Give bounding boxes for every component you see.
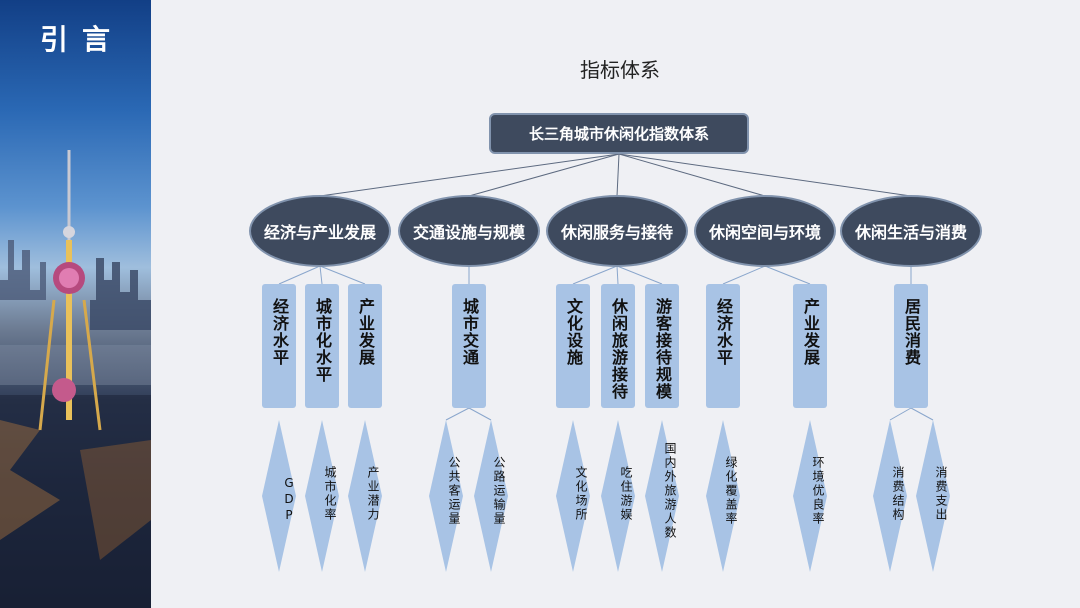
leaf-indicator: 吃住游娱 — [601, 420, 635, 572]
city-skyline-image — [0, 150, 151, 608]
leaf-indicator: 绿化覆盖率 — [706, 420, 740, 572]
category-node: 交通设施与规模 — [398, 195, 540, 267]
sub-indicator: 城市交通 — [452, 284, 486, 408]
leaf-indicator-label: 产业潜力 — [366, 466, 380, 522]
leaf-indicator: 公路运输量 — [474, 420, 508, 572]
leaf-indicator-label: GDP — [282, 476, 296, 524]
sidebar-title: 引言 — [40, 23, 125, 56]
leaf-indicator: 环境优良率 — [793, 420, 827, 572]
leaf-indicator-label: 公路运输量 — [492, 456, 506, 526]
category-node: 休闲生活与消费 — [840, 195, 982, 267]
leaf-indicator-label: 绿化覆盖率 — [724, 456, 738, 526]
leaf-indicator: 消费结构 — [873, 420, 907, 572]
category-node: 经济与产业发展 — [249, 195, 391, 267]
leaf-indicator: 公共客运量 — [429, 420, 463, 572]
leaf-indicator: 产业潜力 — [348, 420, 382, 572]
sub-indicator: 产业发展 — [793, 284, 827, 408]
leaf-indicator: 国内外旅游人数 — [645, 420, 679, 572]
sub-indicator-label: 游客接待规模 — [653, 298, 672, 400]
leaf-indicator: GDP — [262, 420, 296, 572]
leaf-indicator-label: 环境优良率 — [811, 456, 825, 526]
leaf-indicator: 文化场所 — [556, 420, 590, 572]
leaf-indicator-label: 文化场所 — [574, 466, 588, 522]
sub-indicator-label: 休闲旅游接待 — [609, 298, 628, 400]
sub-indicator: 经济水平 — [706, 284, 740, 408]
leaf-indicator-label: 国内外旅游人数 — [663, 442, 677, 540]
sub-indicator-label: 文化设施 — [564, 298, 583, 366]
sub-indicator-label: 经济水平 — [270, 298, 289, 366]
category-node: 休闲服务与接待 — [546, 195, 688, 267]
root-node: 长三角城市休闲化指数体系 — [489, 113, 749, 154]
leaf-indicator-label: 城市化率 — [323, 466, 337, 522]
sub-indicator-label: 产业发展 — [801, 298, 820, 366]
sub-indicator: 居民消费 — [894, 284, 928, 408]
category-node: 休闲空间与环境 — [694, 195, 836, 267]
sidebar-photo-panel: 引言 — [0, 0, 151, 608]
sub-indicator: 城市化水平 — [305, 284, 339, 408]
sub-indicator-label: 城市交通 — [460, 298, 479, 366]
sub-indicator-label: 城市化水平 — [313, 298, 332, 383]
sub-indicator: 经济水平 — [262, 284, 296, 408]
sub-indicator: 文化设施 — [556, 284, 590, 408]
page-title: 指标体系 — [580, 58, 660, 82]
leaf-indicator-label: 公共客运量 — [447, 456, 461, 526]
sub-indicator-label: 居民消费 — [902, 298, 921, 366]
leaf-indicator: 消费支出 — [916, 420, 950, 572]
sub-indicator: 游客接待规模 — [645, 284, 679, 408]
sub-indicator: 休闲旅游接待 — [601, 284, 635, 408]
leaf-indicator-label: 吃住游娱 — [619, 466, 633, 522]
leaf-indicator-label: 消费支出 — [934, 466, 948, 522]
sub-indicator: 产业发展 — [348, 284, 382, 408]
leaf-indicator-label: 消费结构 — [891, 466, 905, 522]
sub-indicator-label: 产业发展 — [356, 298, 375, 366]
leaf-indicator: 城市化率 — [305, 420, 339, 572]
sub-indicator-label: 经济水平 — [714, 298, 733, 366]
